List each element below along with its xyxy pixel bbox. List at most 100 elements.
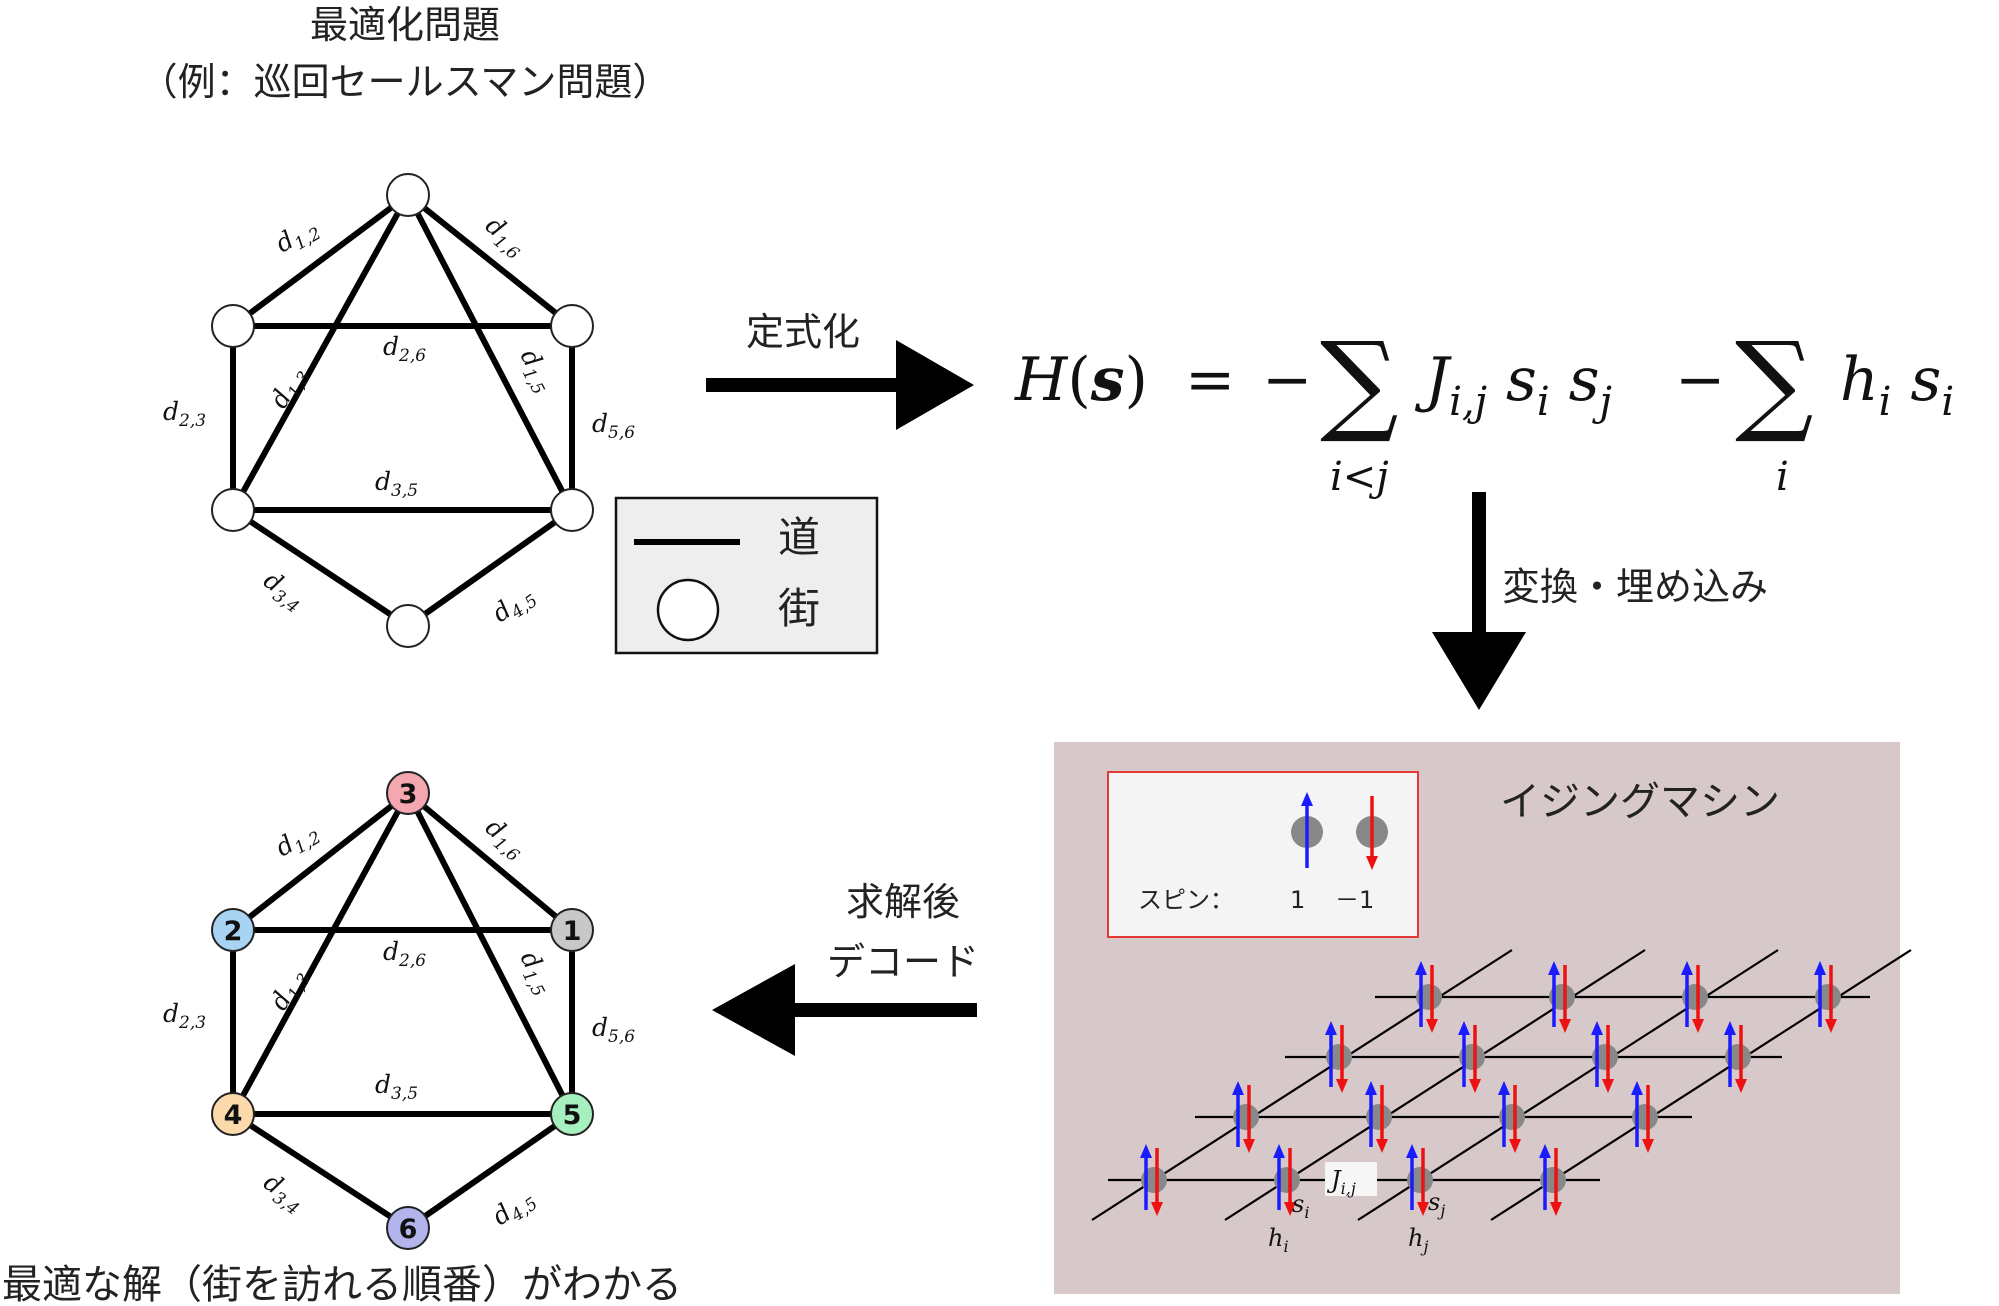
spin-site xyxy=(1458,1021,1485,1093)
edge-1-6 xyxy=(405,192,575,329)
edge-label-d35: d3,5 xyxy=(375,1070,418,1104)
solution-graph: 3 2 1 4 5 6 d1,2 d1,6 d2,6 d1,3 d1,5 d xyxy=(163,771,635,1250)
legend-road-label: 道 xyxy=(778,513,820,562)
city-node xyxy=(386,173,430,217)
spin-site xyxy=(1631,1081,1658,1153)
decode-label-line1: 求解後 xyxy=(846,880,960,924)
hamiltonian-equals: = xyxy=(1185,345,1235,415)
field-i-label: hi xyxy=(1268,1224,1289,1256)
edge-label-d45: d4,5 xyxy=(487,1182,542,1235)
edge-label-d23: d2,3 xyxy=(163,999,206,1033)
edge-label-d34: d3,4 xyxy=(256,1167,311,1220)
hamiltonian-term-1: Ji,j si sj xyxy=(1414,345,1612,425)
spin-site xyxy=(1365,1081,1392,1153)
city-node xyxy=(211,304,255,348)
edge-4-5 xyxy=(405,1111,575,1231)
edge-label-d13: d1,3 xyxy=(264,361,315,415)
edge-1-5 xyxy=(405,192,575,513)
spin-site xyxy=(1140,1144,1167,1216)
spin-site xyxy=(1273,1144,1300,1216)
edge-label-d12: d1,2 xyxy=(271,212,325,263)
edge-label-d56: d5,6 xyxy=(592,409,635,443)
edge-1-3 xyxy=(230,790,411,1117)
sum-symbol-2: ∑ xyxy=(1735,318,1814,446)
spin-up-value: 1 xyxy=(1290,886,1305,914)
edge-3-4 xyxy=(230,1111,411,1231)
hamiltonian-minus-2: − xyxy=(1675,345,1725,415)
solution-caption: 最適な解（街を訪れる順番）がわかる xyxy=(2,1262,682,1306)
solution-node: 5 xyxy=(550,1092,594,1136)
edge-label-d56: d5,6 xyxy=(592,1013,635,1047)
solution-node: 3 xyxy=(386,771,430,815)
edge-label-d34: d3,4 xyxy=(256,565,311,618)
edge-label-d23: d2,3 xyxy=(163,397,206,431)
edge-label-d15: d1,5 xyxy=(510,946,560,1000)
spin-site xyxy=(1232,1081,1259,1153)
svg-text:2: 2 xyxy=(224,916,243,947)
svg-text:5: 5 xyxy=(563,1100,582,1131)
edge-3-4 xyxy=(230,507,411,629)
spin-site xyxy=(1415,961,1442,1033)
edge-4-5 xyxy=(405,507,575,629)
sum-index-2: i xyxy=(1776,454,1789,500)
convert-arrow: 変換・埋め込み xyxy=(1432,492,1768,710)
city-node xyxy=(386,604,430,648)
hamiltonian-minus-1: − xyxy=(1262,345,1312,415)
solution-node: 1 xyxy=(550,908,594,952)
edge-label-d15: d1,5 xyxy=(510,344,560,398)
edge-label-d35: d3,5 xyxy=(375,467,418,501)
spin-site xyxy=(1591,1021,1618,1093)
edge-label-d12: d1,2 xyxy=(271,816,325,867)
spin-site xyxy=(1498,1081,1525,1153)
edge-1-2 xyxy=(230,192,411,329)
spin-site xyxy=(1724,1021,1751,1093)
legend-box: 道 街 xyxy=(614,496,879,655)
ising-machine-panel: イジングマシン スピン： 1 －1 Ji,j si sj hi hj xyxy=(1054,742,1912,1294)
spin-site xyxy=(1406,1144,1433,1216)
spin-legend: スピン： 1 －1 xyxy=(1107,771,1419,938)
spin-lattice xyxy=(1091,949,1912,1221)
edge-1-3 xyxy=(230,192,411,513)
svg-text:4: 4 xyxy=(224,1100,243,1131)
legend-city-label: 街 xyxy=(778,584,820,633)
spin-down-value: －1 xyxy=(1335,886,1374,914)
convert-label: 変換・埋め込み xyxy=(1502,565,1768,609)
problem-title: 最適化問題 xyxy=(310,3,500,47)
edge-1-5 xyxy=(405,790,575,1117)
spin-site xyxy=(1681,961,1708,1033)
svg-text:3: 3 xyxy=(399,779,418,810)
city-node xyxy=(550,488,594,532)
svg-text:6: 6 xyxy=(399,1214,418,1245)
city-node xyxy=(550,304,594,348)
hamiltonian-term-2: hi si xyxy=(1840,345,1954,425)
sum-symbol-1: ∑ xyxy=(1320,318,1399,446)
edge-label-d26: d2,6 xyxy=(383,937,426,971)
hamiltonian-lhs: H(s) xyxy=(1014,345,1148,415)
city-node xyxy=(211,488,255,532)
spin-site xyxy=(1539,1144,1566,1216)
formulate-arrow: 定式化 xyxy=(706,310,974,430)
solution-node: 6 xyxy=(386,1206,430,1250)
svg-text:1: 1 xyxy=(563,916,582,947)
coupling-label-box: Ji,j xyxy=(1325,1162,1377,1198)
formulate-label: 定式化 xyxy=(746,310,860,354)
sum-index-1: i<j xyxy=(1330,454,1389,500)
spin-legend-label: スピン： xyxy=(1138,886,1234,914)
edge-label-d45: d4,5 xyxy=(487,579,542,632)
field-j-label: hj xyxy=(1408,1224,1428,1256)
edge-label-d26: d2,6 xyxy=(383,332,426,366)
decode-label-line2: デコード xyxy=(827,940,979,984)
spin-site xyxy=(1325,1021,1352,1093)
edge-1-6 xyxy=(405,790,575,933)
problem-subtitle: （例：巡回セールスマン問題） xyxy=(140,60,671,104)
problem-graph: d1,2 d1,6 d2,6 d1,3 d1,5 d2,3 d5,6 d3,5 … xyxy=(163,173,635,648)
solution-node: 4 xyxy=(211,1092,255,1136)
decode-arrow: 求解後 デコード xyxy=(712,880,979,1056)
legend-city-swatch xyxy=(656,578,720,642)
hamiltonian-formula: H(s) = − ∑ i<j Ji,j si sj − ∑ i hi si xyxy=(1014,318,1954,500)
spin-site xyxy=(1814,961,1841,1033)
edge-1-2 xyxy=(230,790,411,933)
solution-node: 2 xyxy=(211,908,255,952)
ising-machine-title: イジングマシン xyxy=(1500,779,1780,825)
